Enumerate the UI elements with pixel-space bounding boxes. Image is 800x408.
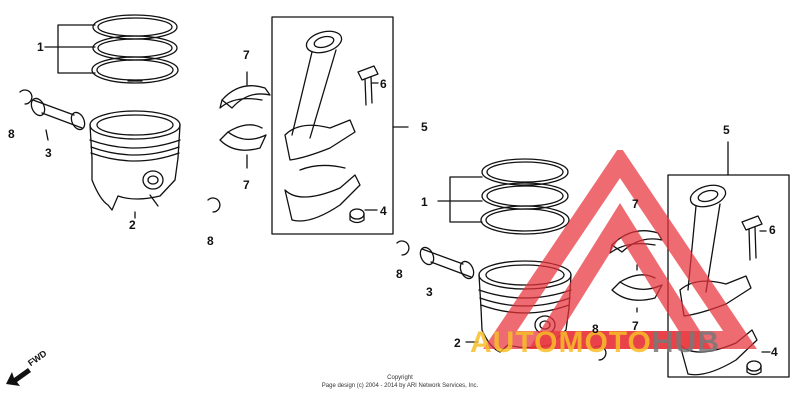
bearing-lower-left	[219, 124, 267, 151]
leader-lines-right	[465, 230, 771, 353]
callout-piston-rings-right: 1	[421, 195, 428, 209]
bearing-lower-right	[611, 274, 663, 301]
callout-clip-left-mid: 8	[207, 234, 214, 248]
copyright-line1: Copyright	[387, 375, 413, 381]
copyright-line2: Page design (c) 2004 - 2014 by ARI Netwo…	[321, 383, 479, 389]
piston-pin-right	[419, 246, 475, 280]
callout-bearing-lower-right: 7	[632, 319, 639, 333]
piston-rings-left	[91, 14, 179, 84]
conrod-left	[284, 30, 361, 222]
piston-left	[89, 110, 181, 211]
leader-rings-right	[437, 176, 483, 223]
watermark-text-part1: AUTO	[470, 326, 559, 359]
watermark-text-part2: MOTO	[558, 326, 652, 359]
callout-piston-pin-left: 3	[45, 146, 52, 160]
rod-bolt-right	[741, 215, 763, 261]
leader-rings-left	[44, 24, 96, 74]
callout-cap-nut-left: 4	[380, 204, 387, 218]
callout-rod-bolt-right: 6	[769, 223, 776, 237]
cap-nut-left	[349, 208, 365, 224]
callout-piston-pin-right: 3	[426, 285, 433, 299]
callout-piston-left: 2	[129, 218, 136, 232]
bearing-upper-left	[219, 85, 271, 109]
callout-conrod-set-right: 5	[723, 123, 730, 137]
callout-clip-left-top: 8	[8, 127, 15, 141]
callout-bearing-lower-left: 7	[243, 178, 250, 192]
callout-bearing-upper-left: 7	[243, 48, 250, 62]
callout-clip-right-b: 8	[592, 322, 599, 336]
bearing-upper-right	[609, 230, 663, 254]
callout-conrod-set-left: 5	[421, 120, 428, 134]
fwd-indicator: FWD	[4, 348, 50, 388]
callout-piston-rings-left: 1	[37, 40, 44, 54]
rod-bolt-left	[357, 65, 379, 106]
callout-piston-right: 2	[454, 336, 461, 350]
callout-bearing-upper-right: 7	[632, 197, 639, 211]
conrod-frame-left	[271, 16, 394, 235]
leader-lines-left	[45, 71, 379, 219]
callout-clip-right-a: 8	[396, 267, 403, 281]
clip-right-a-shape	[396, 240, 410, 256]
clip-left-mid-shape	[207, 197, 221, 213]
watermark-text-part3: HUB	[651, 326, 720, 359]
fwd-arrow-icon	[6, 368, 31, 386]
callout-cap-nut-right: 4	[771, 345, 778, 359]
clip-left-top-shape	[19, 89, 33, 105]
cap-nut-right	[746, 360, 762, 376]
piston-pin-left	[30, 97, 86, 131]
piston-rings-right	[480, 158, 570, 235]
watermark-logo-text: AUTOMOTOHUB	[470, 328, 720, 358]
callout-rod-bolt-left: 6	[380, 77, 387, 91]
copyright-notice: Copyright Page design (c) 2004 - 2014 by…	[300, 374, 500, 390]
